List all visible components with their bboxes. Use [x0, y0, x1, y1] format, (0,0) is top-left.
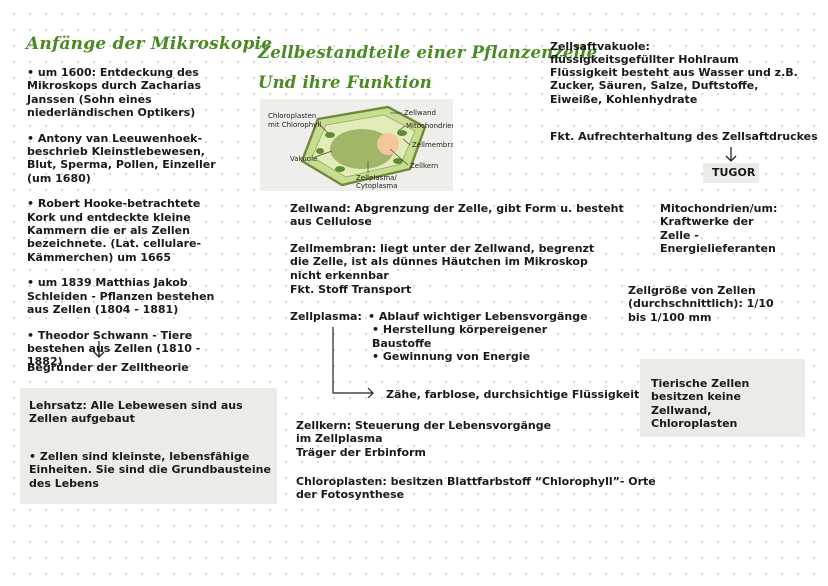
label-chlorophyll: mit Chlorophyll [268, 121, 321, 129]
zellgroesse-text: Zellgröße von Zellen (durchschnittlich):… [628, 284, 774, 324]
fluessigkeit-text: Flüssigkeit besteht aus Wasser und z.B. … [550, 66, 798, 106]
tugor-label: TUGOR [712, 166, 756, 179]
zellkern-text: Zellkern: Steuerung der Lebensvorgänge i… [296, 419, 566, 459]
elbow-arrow-icon [332, 327, 374, 398]
chloroplasten-text: Chloroplasten: besitzen Blattfarbstoff “… [296, 475, 656, 502]
zellplasma-list: • Ablauf wichtiger Lebensvorgänge • Hers… [368, 310, 598, 364]
zellmembran-text: Zellmembran: liegt unter der Zellwand, b… [290, 242, 595, 282]
label-zellkern: Zellkern [410, 162, 438, 170]
zellkern-function: Zellkern: Steuerung der Lebensvorgänge i… [296, 419, 552, 446]
history-item-schleiden: • um 1839 Matthias Jakob Schleiden - Pfl… [27, 276, 215, 317]
label-chloroplasten: Chloroplasten [268, 112, 316, 120]
plant-cell-diagram: Chloroplasten mit Chlorophyll Vakuole Ze… [260, 99, 459, 191]
lehrsatz-text: Lehrsatz: Alle Lebewesen sind aus Zellen… [29, 399, 243, 426]
label-zellwand: Zellwand [404, 109, 436, 117]
history-item-janssen: • um 1600: Entdeckung des Mikroskops dur… [27, 66, 202, 120]
label-zellplasma: Zellplasma/ [356, 174, 397, 182]
tugor-badge: TUGOR [703, 163, 759, 183]
middle-heading-line2: Und ihre Funktion [258, 73, 433, 92]
down-arrow-icon [93, 341, 105, 358]
zellmembran-function: Fkt. Stoff Transport [290, 283, 412, 296]
zellsaftdruck-function: Fkt. Aufrechterhaltung des Zellsaftdruck… [550, 130, 818, 143]
zellplasma-label: Zellplasma: [290, 310, 362, 323]
zellplasma-description: Zähe, farblose, durchsichtige Flüssigkei… [386, 388, 640, 401]
history-item-hooke: • Robert Hooke-betrachtete Kork und entd… [27, 197, 202, 264]
founder-label: Begründer der Zelltheorie [27, 361, 189, 374]
zellsaftvakuole-text: Zellsaftvakuole: flüssigkeitsgefüllter H… [550, 40, 739, 67]
label-mitochondrien: Mitochondrien [406, 122, 453, 130]
left-heading: Anfänge der Mikroskopie [26, 34, 273, 54]
lehrsatz-box: Lehrsatz: Alle Lebewesen sind aus Zellen… [20, 388, 277, 504]
zellplasma-item-baustoffe: • Herstellung körpereigener Baustoffe [372, 323, 548, 350]
zellkern-erbinform: Träger der Erbinform [296, 445, 426, 459]
mitochondrien-text: Mitochondrien/um: Kraftwerke der Zelle -… [660, 202, 778, 256]
middle-heading: Zellbestandteile einer Pflanzenzelle Und… [258, 38, 597, 98]
tierische-zellen-text: Tierische Zellen besitzen keine Zellwand… [651, 377, 750, 431]
zellplasma-item-energie: • Gewinnung von Energie [372, 350, 531, 364]
zellwand-text: Zellwand: Abgrenzung der Zelle, gibt For… [290, 202, 624, 229]
lehrsatz-bullet: • Zellen sind kleinste, lebensfähige Ein… [29, 450, 271, 490]
label-cytoplasma: Cytoplasma [356, 182, 398, 190]
label-zellmembran: Zellmembran [412, 141, 453, 149]
label-vakuole: Vakuole [290, 155, 317, 163]
middle-heading-line1: Zellbestandteile einer Pflanzenzelle [258, 43, 598, 62]
history-list: • um 1600: Entdeckung des Mikroskops dur… [27, 66, 217, 381]
down-arrow-icon [725, 147, 737, 162]
history-item-schwann: • Theodor Schwann - Tiere bestehen aus Z… [27, 328, 201, 369]
zellplasma-item-lebensvorgaenge: • Ablauf wichtiger Lebensvorgänge [368, 310, 588, 323]
history-item-leeuwenhoek: • Antony van Leeuwenhoek- beschrieb Klei… [27, 131, 216, 185]
plant-cell-illustration: Chloroplasten mit Chlorophyll Vakuole Ze… [268, 105, 459, 190]
tierische-zellen-box: Tierische Zellen besitzen keine Zellwand… [640, 359, 805, 437]
